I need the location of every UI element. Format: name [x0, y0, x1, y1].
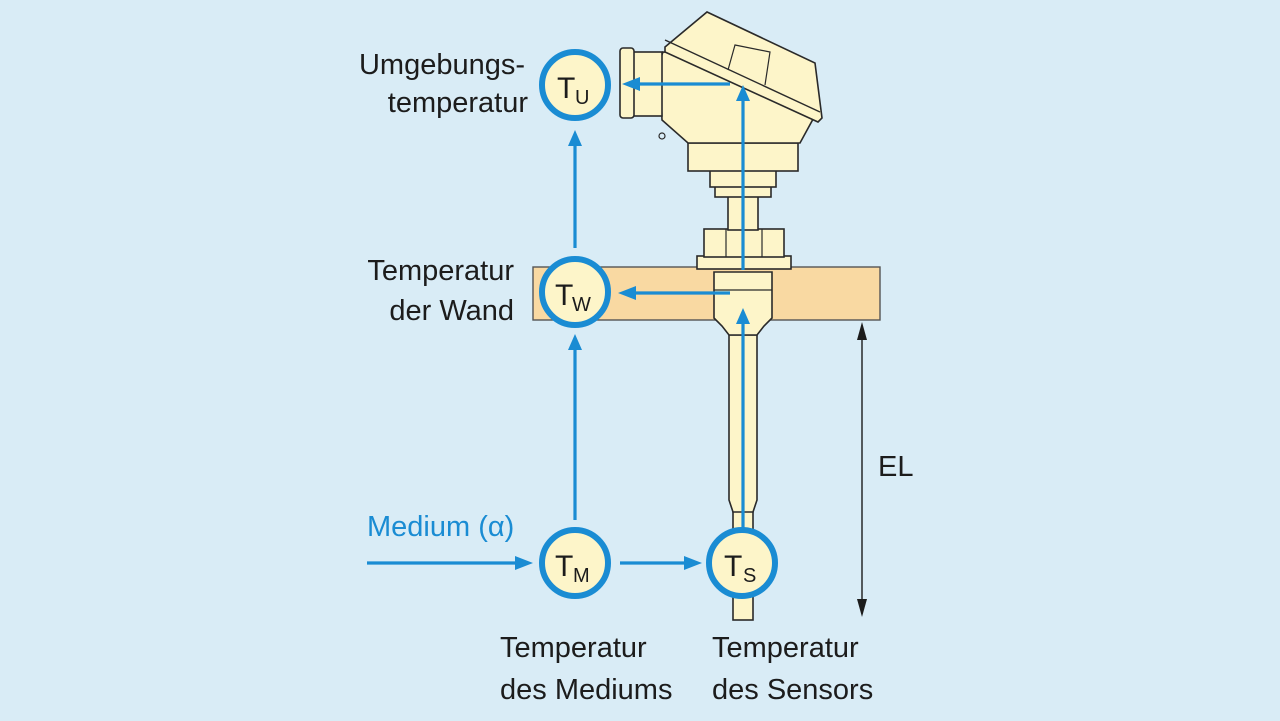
heat-flow-arrows [367, 77, 750, 570]
arrowhead-up-icon [568, 334, 582, 350]
node-subscript: M [573, 565, 590, 587]
medium-label-1: Temperatur [500, 632, 647, 664]
ground-screw-icon [658, 132, 666, 140]
node-symbol: T [557, 72, 575, 105]
arrowhead-up-icon [568, 130, 582, 146]
node-circle [706, 527, 778, 599]
node-medium: T M [539, 527, 611, 599]
arrowhead-right-icon [515, 556, 533, 570]
dimension-arrow-down-icon [857, 599, 867, 617]
ambient-label-1: Umgebungs- [359, 49, 525, 81]
arrowhead-left-icon [622, 77, 640, 91]
process-thread [713, 271, 773, 336]
sensor-label-1: Temperatur [712, 632, 859, 664]
medium-input-label: Medium (α) [367, 511, 514, 543]
node-wall: T W [539, 256, 611, 328]
lid-edge [664, 39, 821, 113]
medium-label-2: des Mediums [500, 674, 672, 706]
node-circle [539, 256, 611, 328]
el-label: EL [878, 451, 913, 483]
ambient-label-2: temperatur [388, 87, 529, 119]
dimension-arrow-up-icon [857, 322, 867, 340]
node-symbol: T [555, 550, 573, 583]
lid-clip [727, 44, 771, 86]
node-subscript: W [572, 294, 591, 316]
arrowhead-up-icon [736, 308, 750, 324]
node-subscript: U [575, 87, 589, 109]
node-subscript: S [743, 565, 756, 587]
node-ambient: T U [539, 49, 611, 121]
immersion-length-dimension: EL [857, 322, 913, 617]
node-circle [539, 49, 611, 121]
sensor-label-2: des Sensors [712, 674, 873, 706]
node-symbol: T [555, 279, 573, 312]
arrowhead-right-icon [684, 556, 702, 570]
wall-label-1: Temperatur [367, 255, 514, 287]
node-symbol: T [724, 550, 742, 583]
node-circle [539, 527, 611, 599]
arrowhead-left-icon [618, 286, 636, 300]
arrowhead-up-icon [736, 85, 750, 101]
node-sensor: T S [706, 527, 778, 599]
wall-label-2: der Wand [389, 295, 514, 327]
